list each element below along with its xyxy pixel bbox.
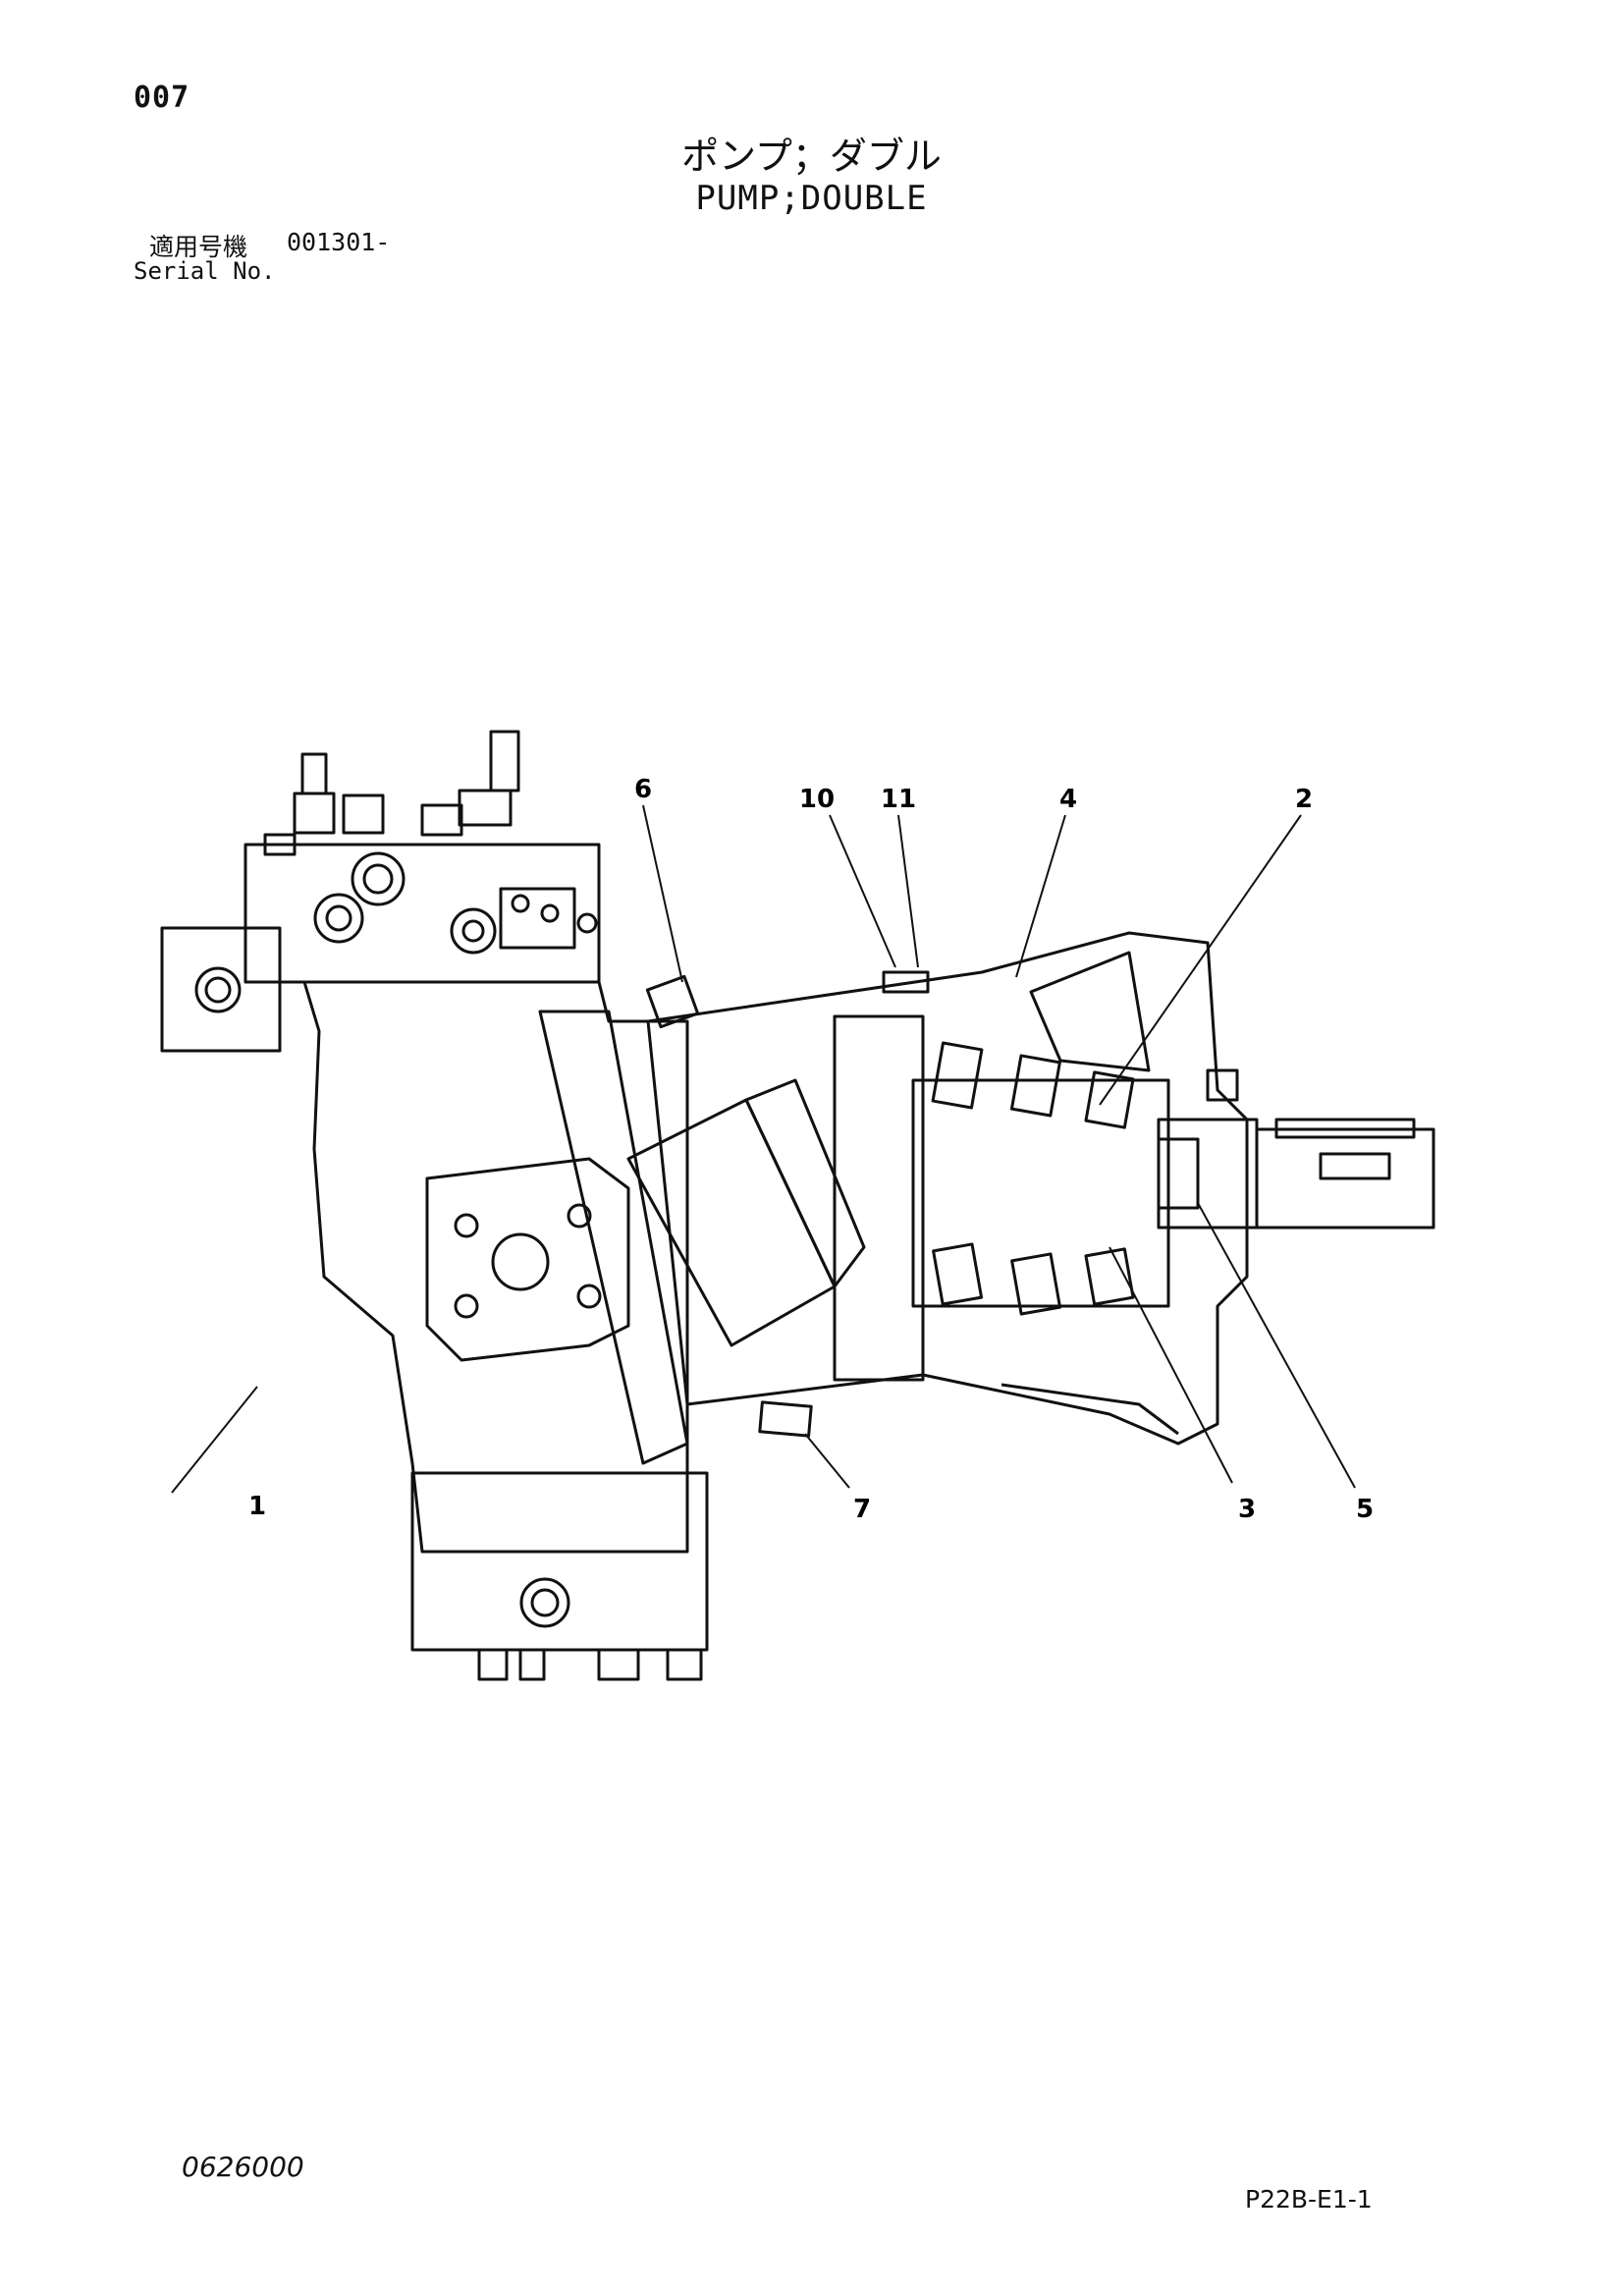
serial-number: 001301-: [287, 228, 391, 256]
title-japanese: ポンプ；ダブル: [681, 135, 942, 178]
bearing-roller: [931, 1041, 984, 1110]
callout-2: 2: [1295, 785, 1313, 814]
lower-block: [410, 1471, 709, 1652]
callout-1: 1: [248, 1492, 266, 1521]
output-shaft: [1255, 1127, 1435, 1230]
plug-10: [882, 970, 930, 994]
callout-7: 7: [853, 1495, 871, 1524]
callout-3: 3: [1238, 1495, 1256, 1524]
side-port-block: [160, 926, 282, 1053]
bearing-roller: [1084, 1070, 1135, 1129]
callout-6: 6: [634, 775, 652, 804]
page-number: 007: [134, 81, 190, 115]
drive-flange: [833, 1014, 925, 1382]
callout-11: 11: [881, 785, 916, 814]
title-english: PUMP;DOUBLE: [695, 179, 928, 218]
plug-6: [645, 974, 700, 1029]
callout-5: 5: [1356, 1495, 1374, 1524]
main-housing: [646, 931, 1249, 1446]
mounting-plate: [538, 1010, 689, 1465]
bearing-roller: [932, 1242, 984, 1306]
shaft-housing: [911, 1078, 1170, 1308]
bearing-roller: [1010, 1252, 1062, 1316]
callout-10: 10: [799, 785, 835, 814]
drawing-code: 0626000: [182, 2151, 304, 2183]
flange-plate: [425, 1157, 630, 1362]
plug-7: [758, 1400, 813, 1438]
serial-label-english: Serial No.: [134, 257, 276, 285]
valve-block: [243, 843, 601, 984]
shaft-seal: [1157, 1118, 1259, 1230]
pump-main-body: [302, 980, 689, 1554]
bearing-roller: [1009, 1054, 1061, 1118]
callout-4: 4: [1059, 785, 1077, 814]
reference-code: P22B-E1-1: [1245, 2185, 1373, 2214]
serial-label-japanese: 適用号機: [149, 233, 248, 261]
bearing-roller: [1084, 1247, 1135, 1306]
